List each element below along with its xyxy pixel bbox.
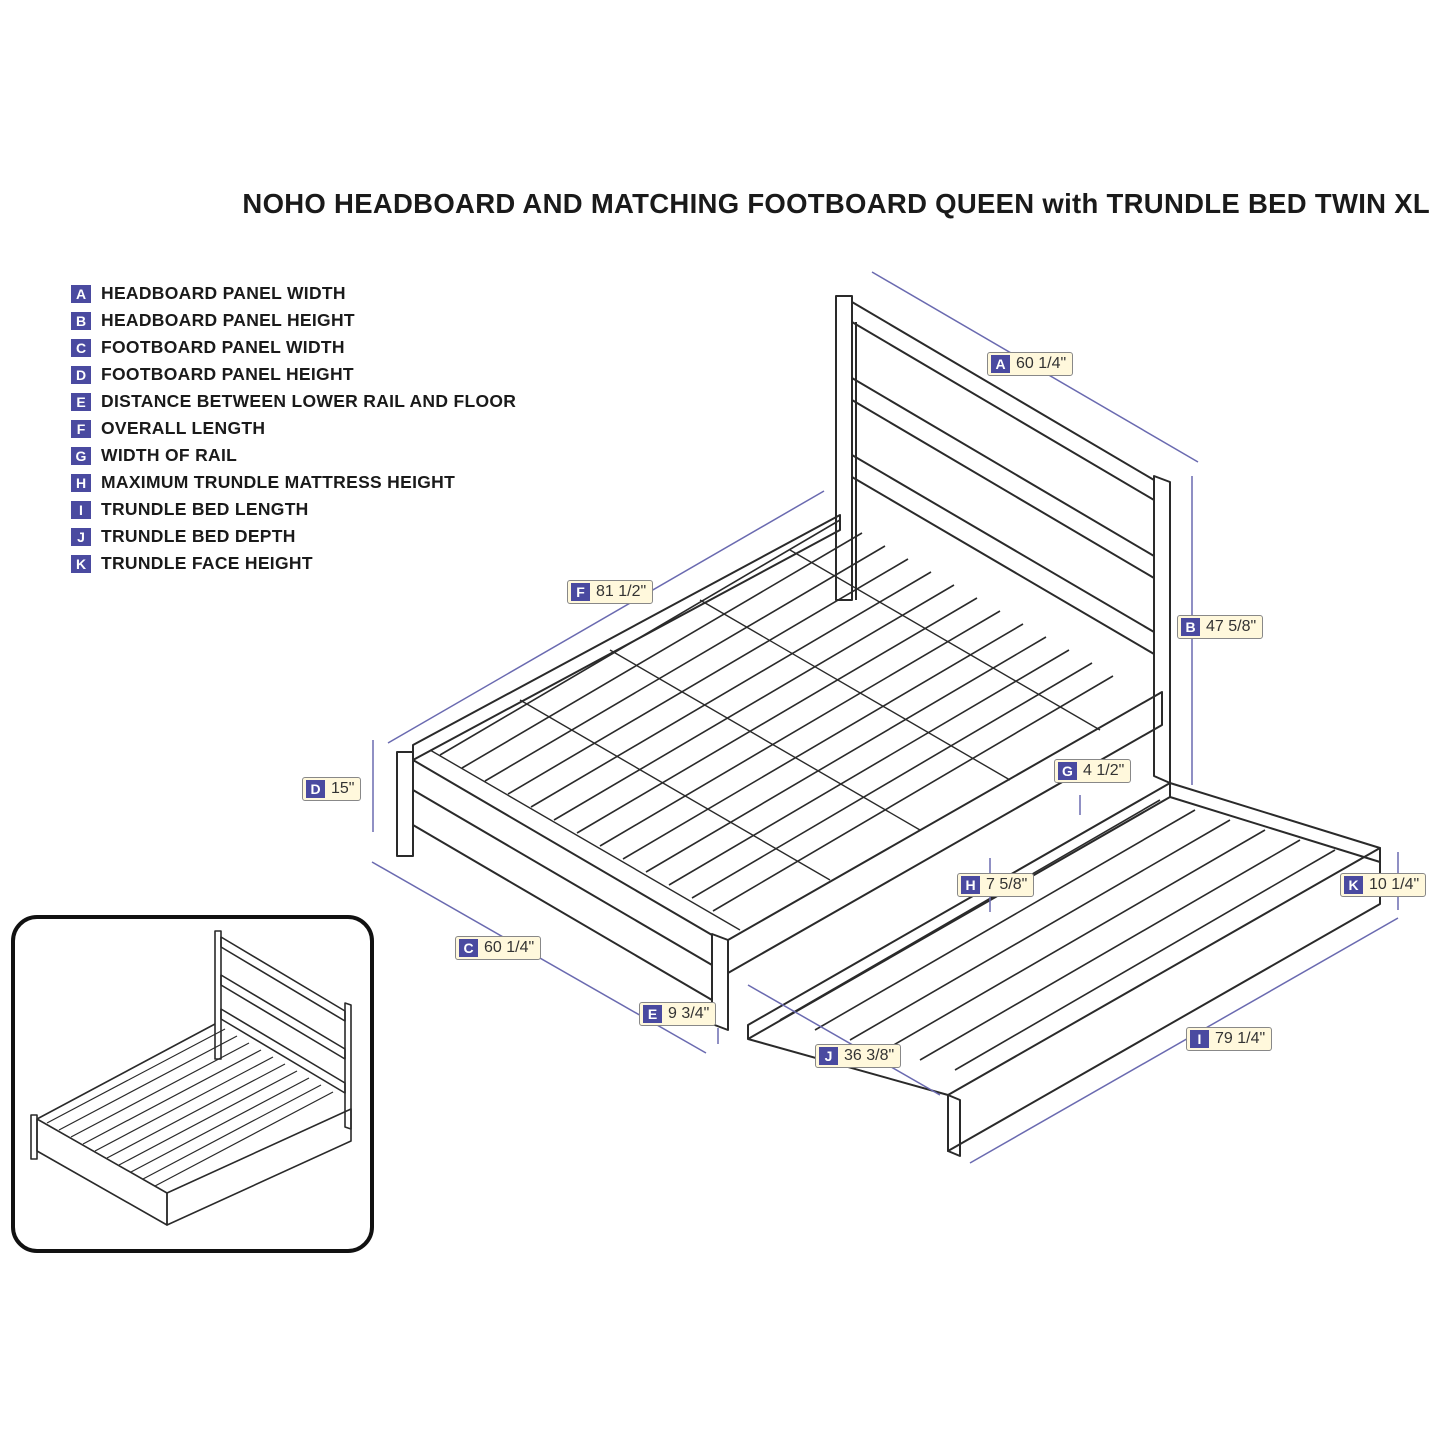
trundle-slats xyxy=(779,799,1336,1071)
legend-letter-badge: G xyxy=(71,446,91,465)
legend-label: TRUNDLE FACE HEIGHT xyxy=(101,553,313,573)
trundle-left-end xyxy=(947,1094,961,1157)
dimension-legend: A HEADBOARD PANEL WIDTH B HEADBOARD PANEL … xyxy=(71,280,516,577)
callout-value: 9 3/4" xyxy=(668,1005,710,1022)
callout-value: 36 3/8" xyxy=(844,1047,895,1064)
callout-letter-badge: E xyxy=(643,1005,662,1023)
bed-slats xyxy=(439,519,1114,912)
callout-g: G 4 1/2" xyxy=(1054,759,1132,783)
trundle-right-rail xyxy=(1169,782,1381,863)
legend-letter-badge: C xyxy=(71,338,91,357)
legend-label: MAXIMUM TRUNDLE MATTRESS HEIGHT xyxy=(101,472,456,492)
callout-i: I 79 1/4" xyxy=(1186,1027,1273,1051)
callout-letter-badge: G xyxy=(1058,762,1077,780)
assembled-bed-inset xyxy=(11,915,374,1253)
callout-letter-badge: K xyxy=(1344,876,1363,894)
callout-value: 60 1/4" xyxy=(1016,355,1067,372)
legend-item: D FOOTBOARD PANEL HEIGHT xyxy=(71,361,516,388)
callout-letter-badge: H xyxy=(961,876,980,894)
legend-label: HEADBOARD PANEL HEIGHT xyxy=(101,310,355,330)
callout-letter-badge: I xyxy=(1190,1030,1209,1048)
callout-value: 15" xyxy=(331,780,355,797)
callout-j: J 36 3/8" xyxy=(815,1044,902,1068)
headboard-left-post xyxy=(835,295,853,601)
legend-item: H MAXIMUM TRUNDLE MATTRESS HEIGHT xyxy=(71,469,516,496)
legend-item: C FOOTBOARD PANEL WIDTH xyxy=(71,334,516,361)
legend-item: A HEADBOARD PANEL WIDTH xyxy=(71,280,516,307)
legend-label: HEADBOARD PANEL WIDTH xyxy=(101,283,346,303)
callout-value: 81 1/2" xyxy=(596,583,647,600)
callout-d: D 15" xyxy=(302,777,362,801)
legend-letter-badge: A xyxy=(71,284,91,303)
legend-label: DISTANCE BETWEEN LOWER RAIL AND FLOOR xyxy=(101,391,517,411)
headboard-panel-1 xyxy=(851,377,1155,579)
legend-item: G WIDTH OF RAIL xyxy=(71,442,516,469)
inset-bed-drawing xyxy=(30,930,352,1226)
legend-item: F OVERALL LENGTH xyxy=(71,415,516,442)
headboard-panel-2 xyxy=(851,454,1155,655)
legend-item: J TRUNDLE BED DEPTH xyxy=(71,523,516,550)
legend-letter-badge: E xyxy=(71,392,91,411)
callout-value: 4 1/2" xyxy=(1083,762,1125,779)
callout-letter-badge: D xyxy=(306,780,325,798)
page-title: NOHO HEADBOARD AND MATCHING FOOTBOARD QU… xyxy=(242,188,1430,219)
legend-item: K TRUNDLE FACE HEIGHT xyxy=(71,550,516,577)
bed-slats-cross xyxy=(429,549,1101,931)
legend-label: WIDTH OF RAIL xyxy=(101,445,238,465)
dim-line-i xyxy=(969,917,1399,1164)
callout-value: 47 5/8" xyxy=(1206,618,1257,635)
legend-label: TRUNDLE BED LENGTH xyxy=(101,499,309,519)
footboard-panel xyxy=(412,759,713,1001)
legend-item: B HEADBOARD PANEL HEIGHT xyxy=(71,307,516,334)
legend-letter-badge: F xyxy=(71,419,91,438)
callout-c: C 60 1/4" xyxy=(455,936,542,960)
legend-letter-badge: J xyxy=(71,527,91,546)
callout-e: E 9 3/4" xyxy=(639,1002,717,1026)
callout-b: B 47 5/8" xyxy=(1177,615,1264,639)
callout-f: F 81 1/2" xyxy=(567,580,654,604)
legend-item: I TRUNDLE BED LENGTH xyxy=(71,496,516,523)
legend-letter-badge: D xyxy=(71,365,91,384)
legend-label: OVERALL LENGTH xyxy=(101,418,266,438)
headboard-right-post xyxy=(1153,475,1171,784)
callout-value: 79 1/4" xyxy=(1215,1030,1266,1047)
legend-item: E DISTANCE BETWEEN LOWER RAIL AND FLOOR xyxy=(71,388,516,415)
callout-value: 7 5/8" xyxy=(986,876,1028,893)
legend-label: TRUNDLE BED DEPTH xyxy=(101,526,296,546)
callout-k: K 10 1/4" xyxy=(1340,873,1427,897)
callout-value: 10 1/4" xyxy=(1369,876,1420,893)
dim-line-f xyxy=(387,490,825,744)
footboard-left-post xyxy=(396,751,414,857)
left-side-rail xyxy=(412,514,841,761)
callout-letter-badge: B xyxy=(1181,618,1200,636)
legend-letter-badge: H xyxy=(71,473,91,492)
callout-letter-badge: F xyxy=(571,583,590,601)
callout-letter-badge: J xyxy=(819,1047,838,1065)
dim-line-j xyxy=(747,984,941,1096)
trundle-back-rail xyxy=(747,782,1171,1040)
legend-letter-badge: I xyxy=(71,500,91,519)
legend-label: FOOTBOARD PANEL HEIGHT xyxy=(101,364,354,384)
callout-letter-badge: A xyxy=(991,355,1010,373)
headboard-top-rail xyxy=(851,301,1155,501)
legend-label: FOOTBOARD PANEL WIDTH xyxy=(101,337,345,357)
callout-a: A 60 1/4" xyxy=(987,352,1074,376)
callout-h: H 7 5/8" xyxy=(957,873,1035,897)
callout-value: 60 1/4" xyxy=(484,939,535,956)
legend-letter-badge: B xyxy=(71,311,91,330)
right-side-rail xyxy=(727,691,1163,974)
legend-letter-badge: K xyxy=(71,554,91,573)
callout-letter-badge: C xyxy=(459,939,478,957)
